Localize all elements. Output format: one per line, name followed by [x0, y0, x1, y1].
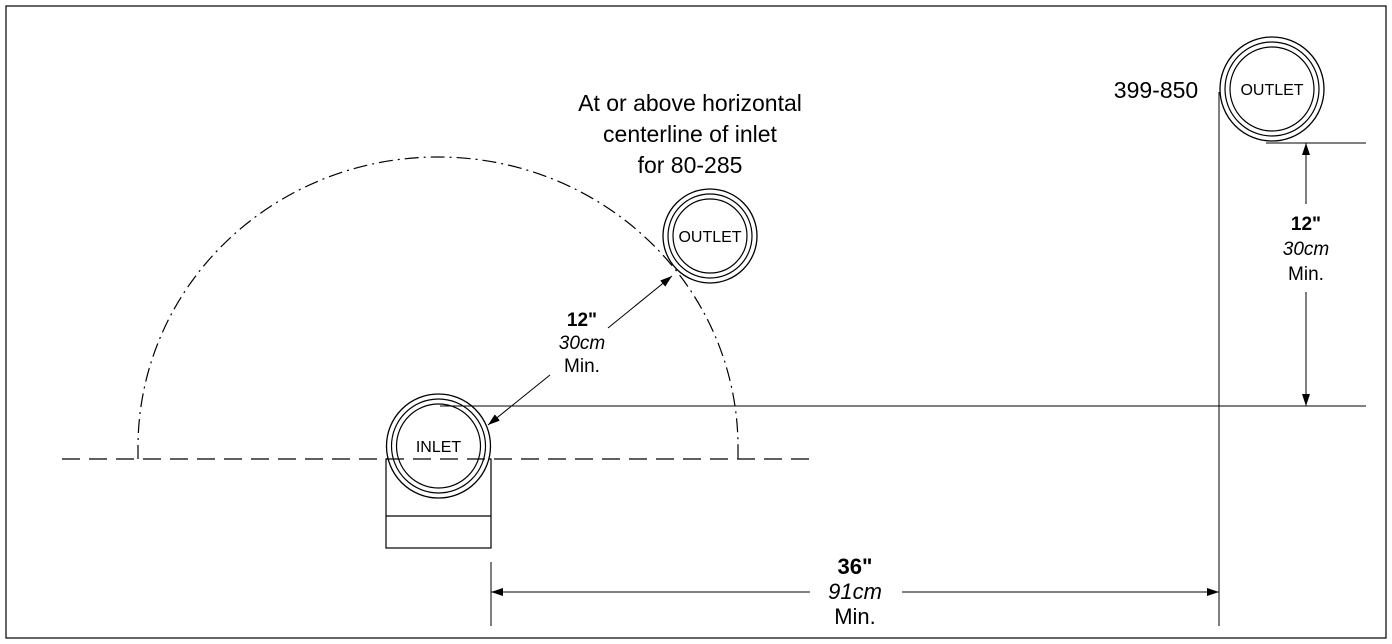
outlet-left-label: OUTLET [678, 229, 741, 246]
diagonal-dim-qualifier: Min. [564, 356, 600, 377]
inlet-pipe: INLET [385, 393, 492, 549]
vertical-dim-imperial: 12" [1291, 214, 1321, 235]
horizontal-dim-qualifier: Min. [834, 604, 876, 629]
drawing-frame [5, 5, 1387, 639]
outlet-right-label: OUTLET [1240, 82, 1303, 99]
outlet-left-pipe: OUTLET [662, 188, 758, 284]
diagonal-arrow-to-outlet [607, 275, 673, 329]
outlet-right-pipe: OUTLET [1219, 36, 1325, 142]
vertical-dim-metric: 30cm [1283, 239, 1329, 260]
horizontal-dim-metric: 91cm [828, 579, 882, 604]
horizontal-dim-imperial: 36" [838, 554, 873, 579]
model-range-right: 399-850 [1114, 77, 1198, 103]
inlet-label: INLET [416, 439, 462, 456]
note-line-3: for 80-285 [638, 152, 743, 178]
note-line-1: At or above horizontal [578, 90, 802, 116]
note-line-2: centerline of inlet [603, 121, 777, 147]
clearance-arc [137, 156, 739, 459]
diagonal-dim-metric: 30cm [559, 333, 605, 354]
vertical-dim-qualifier: Min. [1288, 264, 1324, 285]
diagonal-dim-imperial: 12" [567, 310, 597, 331]
diagonal-arrow-to-inlet [487, 374, 551, 426]
